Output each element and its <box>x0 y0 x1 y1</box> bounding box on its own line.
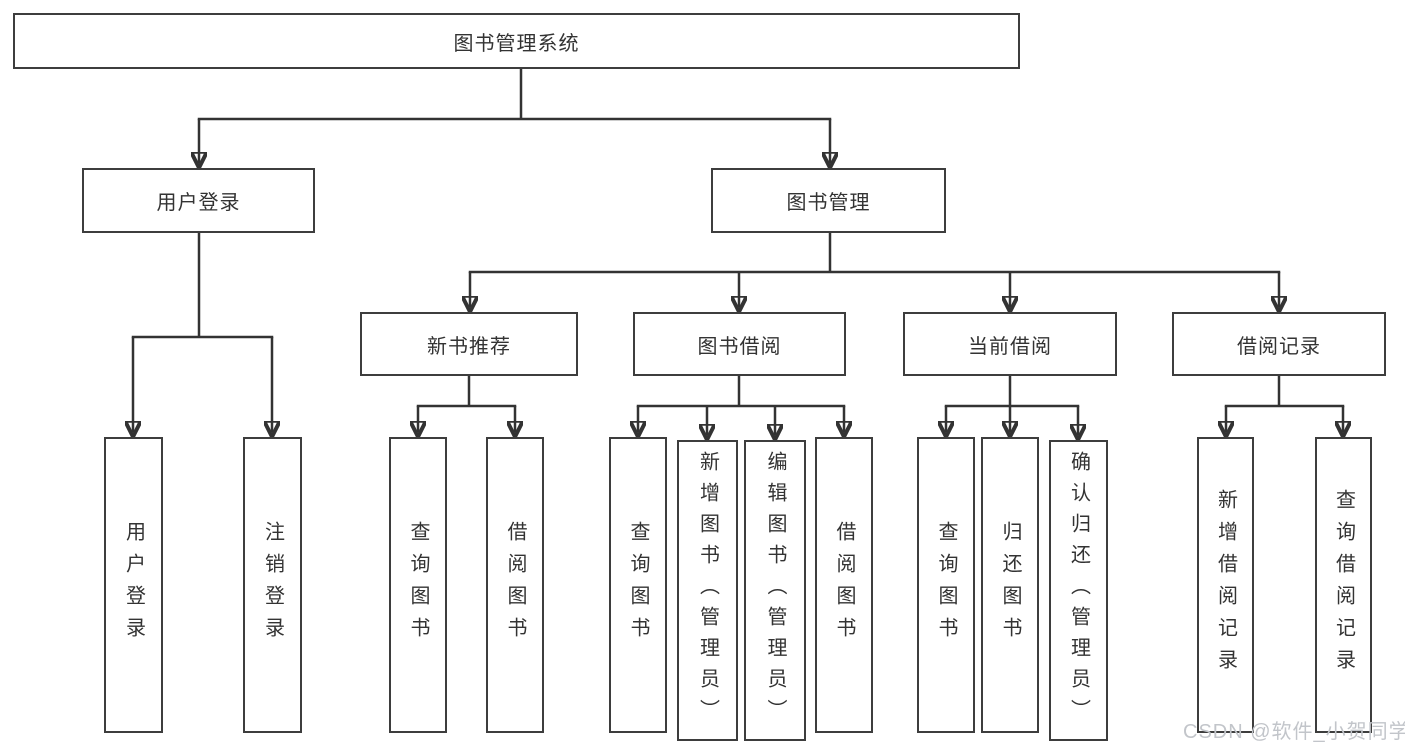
leaf-query-books-3: 查询图书 <box>917 437 975 733</box>
leaf-borrow-books-2: 借阅图书 <box>815 437 873 733</box>
connector-new-book-split <box>416 374 517 408</box>
node-user-login: 用户登录 <box>82 168 315 233</box>
leaf-query-books-2: 查询图书 <box>609 437 667 733</box>
node-book-management: 图书管理 <box>711 168 946 233</box>
leaf-query-borrow-record: 查询借阅记录 <box>1315 437 1372 733</box>
node-library-system-label: 图书管理系统 <box>453 32 580 55</box>
node-current-borrowing: 当前借阅 <box>903 312 1117 376</box>
leaf-edit-book-admin: 编辑图书（管理员） <box>744 440 806 741</box>
node-new-book-recommend: 新书推荐 <box>360 312 578 376</box>
node-borrow-records-label: 借阅记录 <box>1237 335 1321 358</box>
connector-book-borrow-split <box>636 374 846 408</box>
csdn-watermark: CSDN @软件_小贺同学 <box>1183 721 1405 743</box>
leaf-borrow-books-1: 借阅图书 <box>486 437 544 733</box>
leaf-logout: 注销登录 <box>243 437 302 733</box>
leaf-return-books: 归还图书 <box>981 437 1039 733</box>
leaf-user-login: 用户登录 <box>104 437 163 733</box>
connector-borrow-records-split <box>1224 374 1345 408</box>
connector-book-mgmt-split <box>468 231 1281 274</box>
node-book-management-label: 图书管理 <box>786 192 871 214</box>
node-book-borrowing: 图书借阅 <box>633 312 846 376</box>
leaf-add-borrow-record: 新增借阅记录 <box>1197 437 1254 733</box>
node-library-system: 图书管理系统 <box>13 13 1020 69</box>
leaf-query-books-1: 查询图书 <box>389 437 447 733</box>
connector-root-split <box>197 67 832 121</box>
leaf-add-book-admin: 新增图书（管理员） <box>677 440 738 741</box>
node-new-book-recommend-label: 新书推荐 <box>427 335 511 358</box>
node-book-borrowing-label: 图书借阅 <box>697 335 782 358</box>
node-user-login-label: 用户登录 <box>156 192 241 214</box>
leaf-confirm-return-admin: 确认归还（管理员） <box>1049 440 1108 741</box>
connector-current-borrow-split <box>944 374 1080 408</box>
node-borrow-records: 借阅记录 <box>1172 312 1386 376</box>
node-current-borrowing-label: 当前借阅 <box>968 335 1052 358</box>
connector-user-login-split <box>131 231 274 339</box>
